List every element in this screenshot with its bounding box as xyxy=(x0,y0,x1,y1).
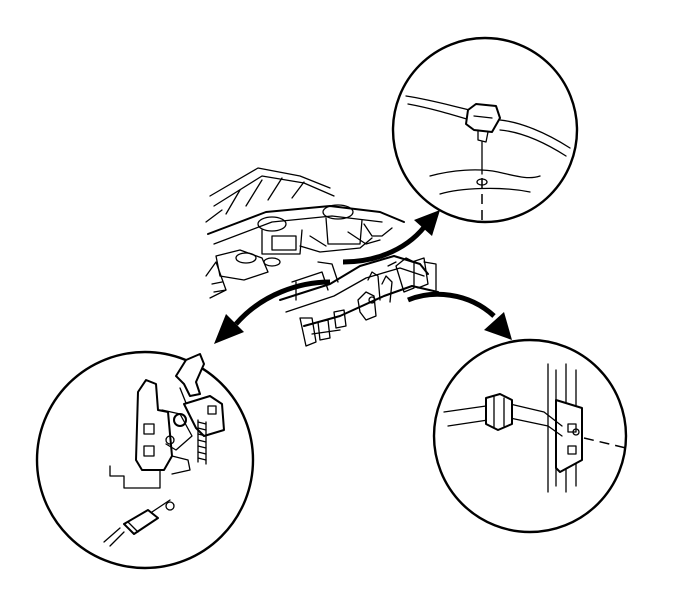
overview-engine-compartment xyxy=(205,167,439,347)
detail-lower-left xyxy=(35,350,255,570)
arrow-to-upper-right xyxy=(342,210,440,265)
arrow-to-lower-right xyxy=(407,291,512,340)
detail-upper-right xyxy=(391,36,579,224)
arrow-to-lower-left xyxy=(214,279,331,344)
detail-lower-right xyxy=(432,338,628,534)
